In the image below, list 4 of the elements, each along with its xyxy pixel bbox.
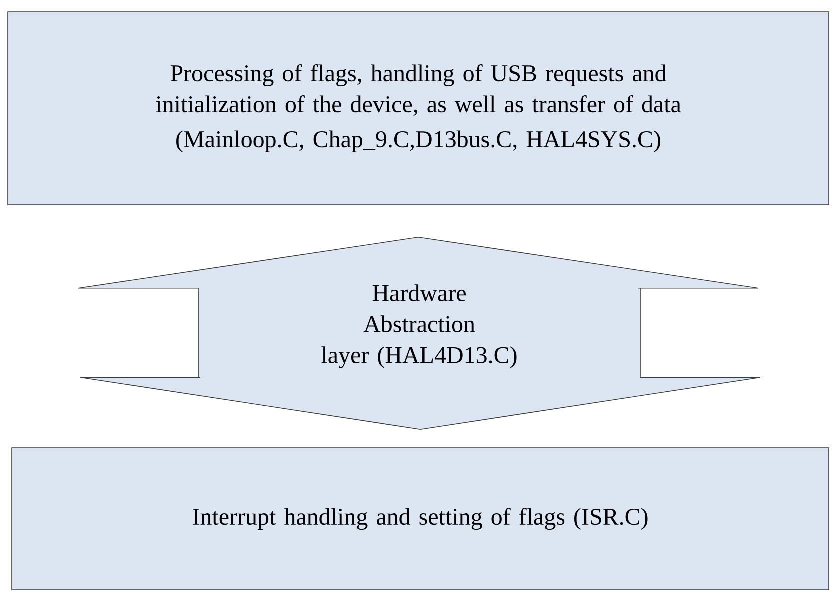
edge-label: Hardware Abstraction layer (HAL4D13.C) [322,284,517,368]
text-box: Processing of flags, handling of USB requests and initialization of the device, as well as transfer of data (Mainloop.C, Chap_9.C,D13bus.C, HAL4SYS.C) [8,12,830,206]
text-box: Interrupt handling and setting of flags (ISR.C) [12,448,830,590]
double-arrow [78,236,761,430]
